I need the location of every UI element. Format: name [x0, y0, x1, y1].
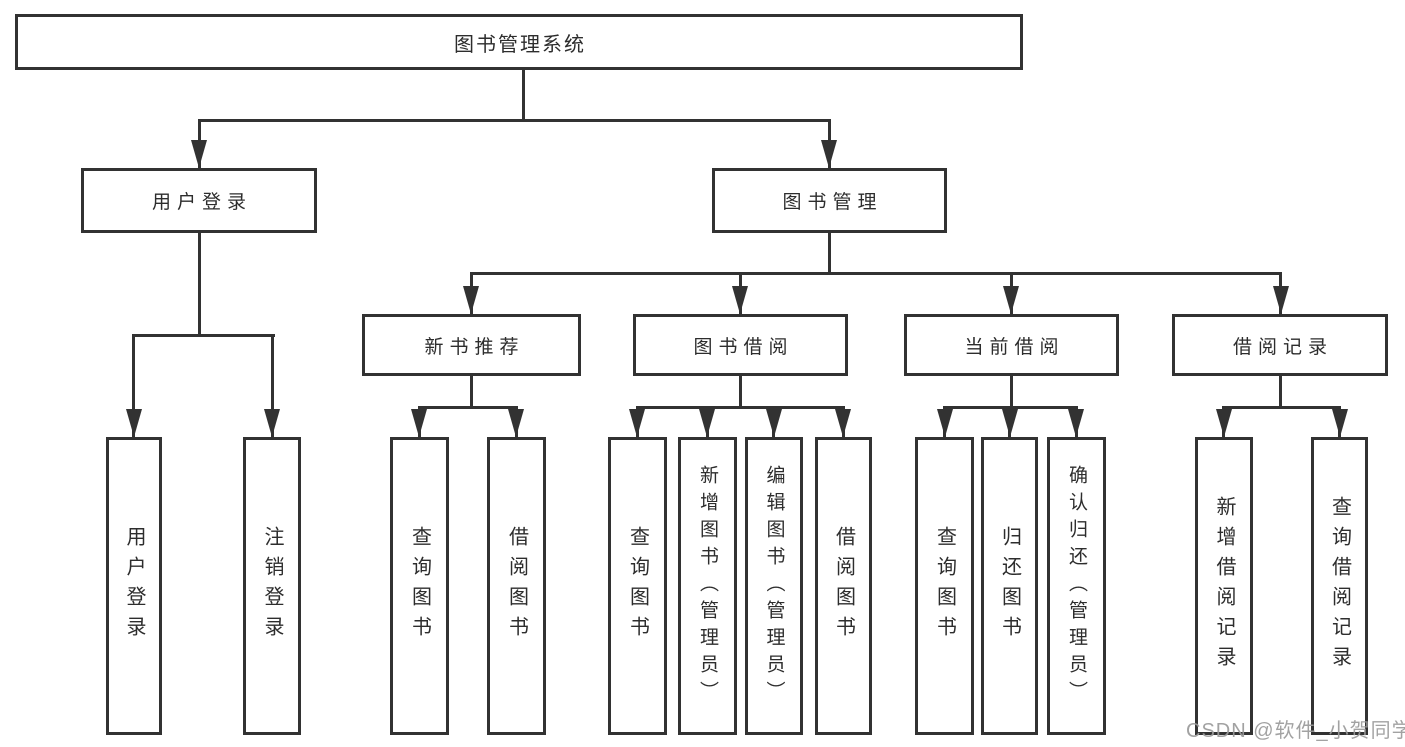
- edge-root-stem: [522, 68, 525, 120]
- node-bb-edit-book-label: 编辑图书（管理员）: [763, 464, 785, 708]
- edge-user-login-stem: [198, 233, 201, 337]
- arrowhead-br-query-icon: [1332, 409, 1348, 437]
- arrowhead-cb-confirm-icon: [1068, 409, 1084, 437]
- node-br-add-record: 新增借阅记录: [1195, 437, 1253, 735]
- node-logout-op-label: 注销登录: [261, 526, 283, 646]
- node-book-borrow-label: 图书借阅: [693, 336, 794, 358]
- arrowhead-bb-edit-icon: [766, 409, 782, 437]
- node-bb-query-book-label: 查询图书: [626, 526, 649, 646]
- node-new-book-rec: 新书推荐: [362, 314, 581, 376]
- node-book-borrow: 图书借阅: [633, 314, 848, 376]
- arrowhead-br-add-icon: [1216, 409, 1232, 437]
- node-nb-query-book: 查询图书: [390, 437, 449, 735]
- node-borrow-records: 借阅记录: [1172, 314, 1388, 376]
- node-user-login: 用户登录: [81, 168, 317, 233]
- arrowhead-user-login-icon: [191, 140, 207, 168]
- edge-user-login-rail: [132, 334, 275, 337]
- arrowhead-book-borrow-icon: [732, 286, 748, 314]
- edge-new-book-rec-stem: [470, 376, 473, 408]
- node-br-query-record-label: 查询借阅记录: [1328, 496, 1351, 676]
- arrowhead-nb-query-icon: [411, 409, 427, 437]
- arrowhead-nb-borrow-icon: [508, 409, 524, 437]
- arrowhead-book-mgmt-icon: [821, 140, 837, 168]
- edge-borrow-records-rail: [1222, 406, 1341, 409]
- node-bb-add-book: 新增图书（管理员）: [678, 437, 737, 735]
- node-user-login-op-label: 用户登录: [123, 526, 145, 646]
- arrowhead-borrow-records-icon: [1273, 286, 1289, 314]
- arrowhead-new-book-rec-icon: [463, 286, 479, 314]
- node-bb-borrow-book-label: 借阅图书: [832, 526, 855, 646]
- arrowhead-user-login-op-icon: [126, 409, 142, 437]
- node-new-book-rec-label: 新书推荐: [424, 336, 525, 358]
- node-borrow-records-label: 借阅记录: [1232, 336, 1333, 358]
- node-cb-confirm-return: 确认归还（管理员）: [1047, 437, 1106, 735]
- node-nb-query-book-label: 查询图书: [408, 526, 431, 646]
- node-nb-borrow-book: 借阅图书: [487, 437, 546, 735]
- node-cb-confirm-return-label: 确认归还（管理员）: [1066, 464, 1087, 708]
- arrowhead-bb-query-icon: [629, 409, 645, 437]
- node-library-system-label: 图书管理系统: [454, 33, 586, 56]
- arrowhead-cb-return-icon: [1002, 409, 1018, 437]
- edge-current-borrow-stem: [1010, 376, 1013, 408]
- node-logout-op: 注销登录: [243, 437, 301, 735]
- edge-to-logout-op: [271, 334, 274, 437]
- node-current-borrow: 当前借阅: [904, 314, 1119, 376]
- edge-book-borrow-stem: [739, 376, 742, 408]
- edge-book-mgmt-rail: [470, 272, 1282, 275]
- edge-book-mgmt-stem: [828, 233, 831, 275]
- edge-book-borrow-rail: [636, 406, 845, 409]
- edge-root-rail: [198, 119, 831, 122]
- edge-to-user-login-op: [132, 334, 135, 437]
- arrowhead-bb-borrow-icon: [835, 409, 851, 437]
- arrowhead-cb-query-icon: [937, 409, 953, 437]
- node-bb-edit-book: 编辑图书（管理员）: [745, 437, 803, 735]
- arrowhead-logout-op-icon: [264, 409, 280, 437]
- node-nb-borrow-book-label: 借阅图书: [505, 526, 528, 646]
- node-library-system: 图书管理系统: [15, 14, 1023, 70]
- node-book-mgmt: 图书管理: [712, 168, 947, 233]
- node-bb-query-book: 查询图书: [608, 437, 667, 735]
- node-current-borrow-label: 当前借阅: [964, 336, 1065, 358]
- edge-new-book-rec-rail: [418, 406, 518, 409]
- node-cb-return-book-label: 归还图书: [998, 526, 1021, 646]
- node-cb-query-book: 查询图书: [915, 437, 974, 735]
- node-book-mgmt-label: 图书管理: [782, 192, 883, 213]
- edge-borrow-records-stem: [1279, 376, 1282, 408]
- node-br-query-record: 查询借阅记录: [1311, 437, 1368, 735]
- node-cb-return-book: 归还图书: [981, 437, 1038, 735]
- arrowhead-current-borrow-icon: [1003, 286, 1019, 314]
- csdn-watermark: CSDN @软件_小贺同学: [1186, 720, 1405, 742]
- node-bb-add-book-label: 新增图书（管理员）: [697, 464, 718, 708]
- node-cb-query-book-label: 查询图书: [933, 526, 956, 646]
- node-br-add-record-label: 新增借阅记录: [1213, 496, 1235, 676]
- node-user-login-label: 用户登录: [151, 192, 252, 213]
- arrowhead-bb-add-icon: [699, 409, 715, 437]
- node-user-login-op: 用户登录: [106, 437, 162, 735]
- node-bb-borrow-book: 借阅图书: [815, 437, 872, 735]
